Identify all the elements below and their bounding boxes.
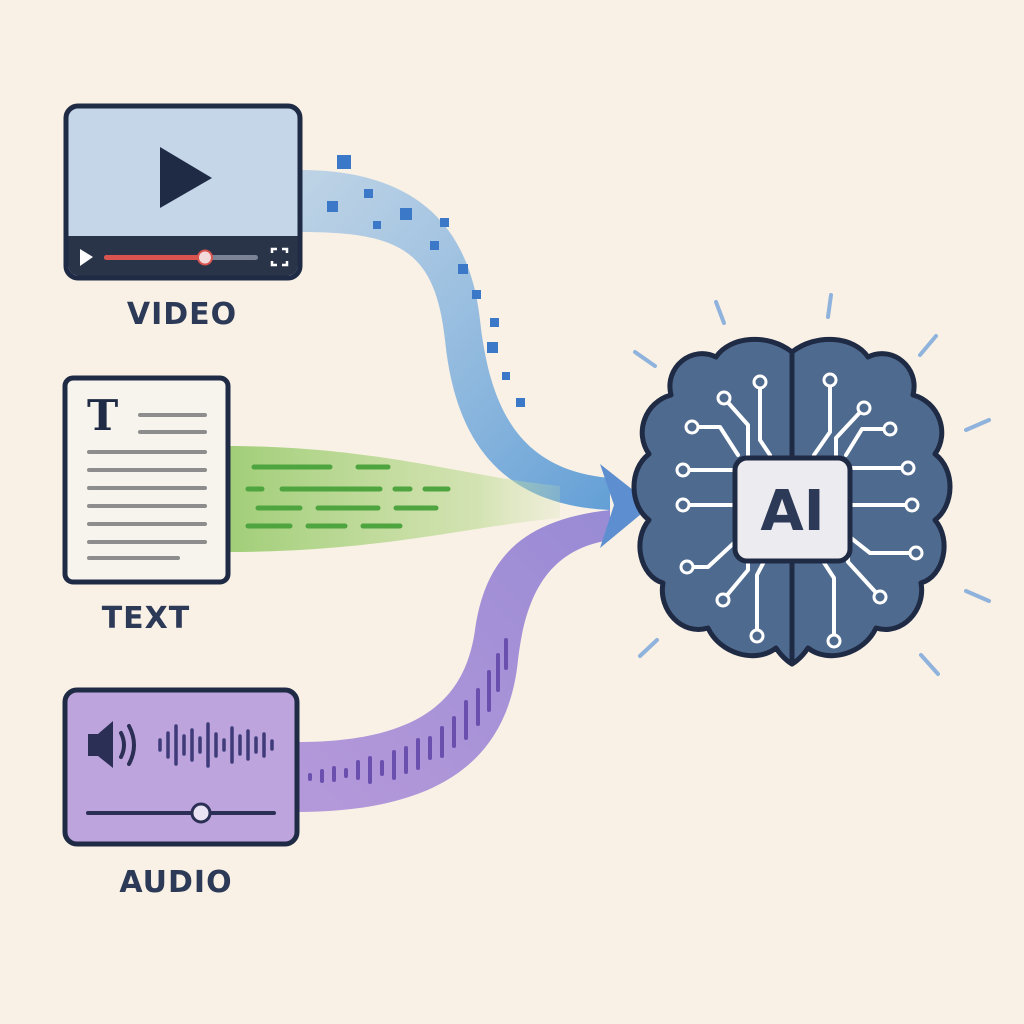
video-pixel-particles <box>327 155 525 407</box>
small-play-icon <box>80 249 93 266</box>
audio-label: AUDIO <box>119 865 232 900</box>
circuit-traces <box>681 378 918 643</box>
audio-waveform <box>158 722 274 768</box>
brain-glow-rays <box>633 293 991 676</box>
audio-stream <box>296 510 610 812</box>
play-icon <box>160 147 212 208</box>
audio-progress-knob <box>190 802 212 824</box>
circuit-node-icon <box>675 372 924 649</box>
text-card: T <box>62 375 231 585</box>
video-card <box>63 103 303 281</box>
ai-chip <box>732 455 853 564</box>
video-progress-knob <box>197 249 213 266</box>
ai-chip-label: AI <box>760 479 824 544</box>
text-label: TEXT <box>102 601 191 636</box>
speaker-icon <box>88 721 113 768</box>
text-glyph: T <box>87 391 118 440</box>
video-label: VIDEO <box>127 297 237 332</box>
ai-brain: AI <box>631 293 991 676</box>
video-stream <box>300 170 610 510</box>
brain-left-hemisphere <box>631 337 795 667</box>
text-dash-particles <box>245 464 451 529</box>
text-document-lines <box>87 413 207 560</box>
video-progress-fill <box>104 255 204 260</box>
audio-card <box>62 687 300 847</box>
merge-arrow-head <box>600 464 652 548</box>
speaker-wave-icon <box>119 724 136 766</box>
audio-wave-particles <box>308 638 508 784</box>
fullscreen-icon <box>270 247 289 267</box>
